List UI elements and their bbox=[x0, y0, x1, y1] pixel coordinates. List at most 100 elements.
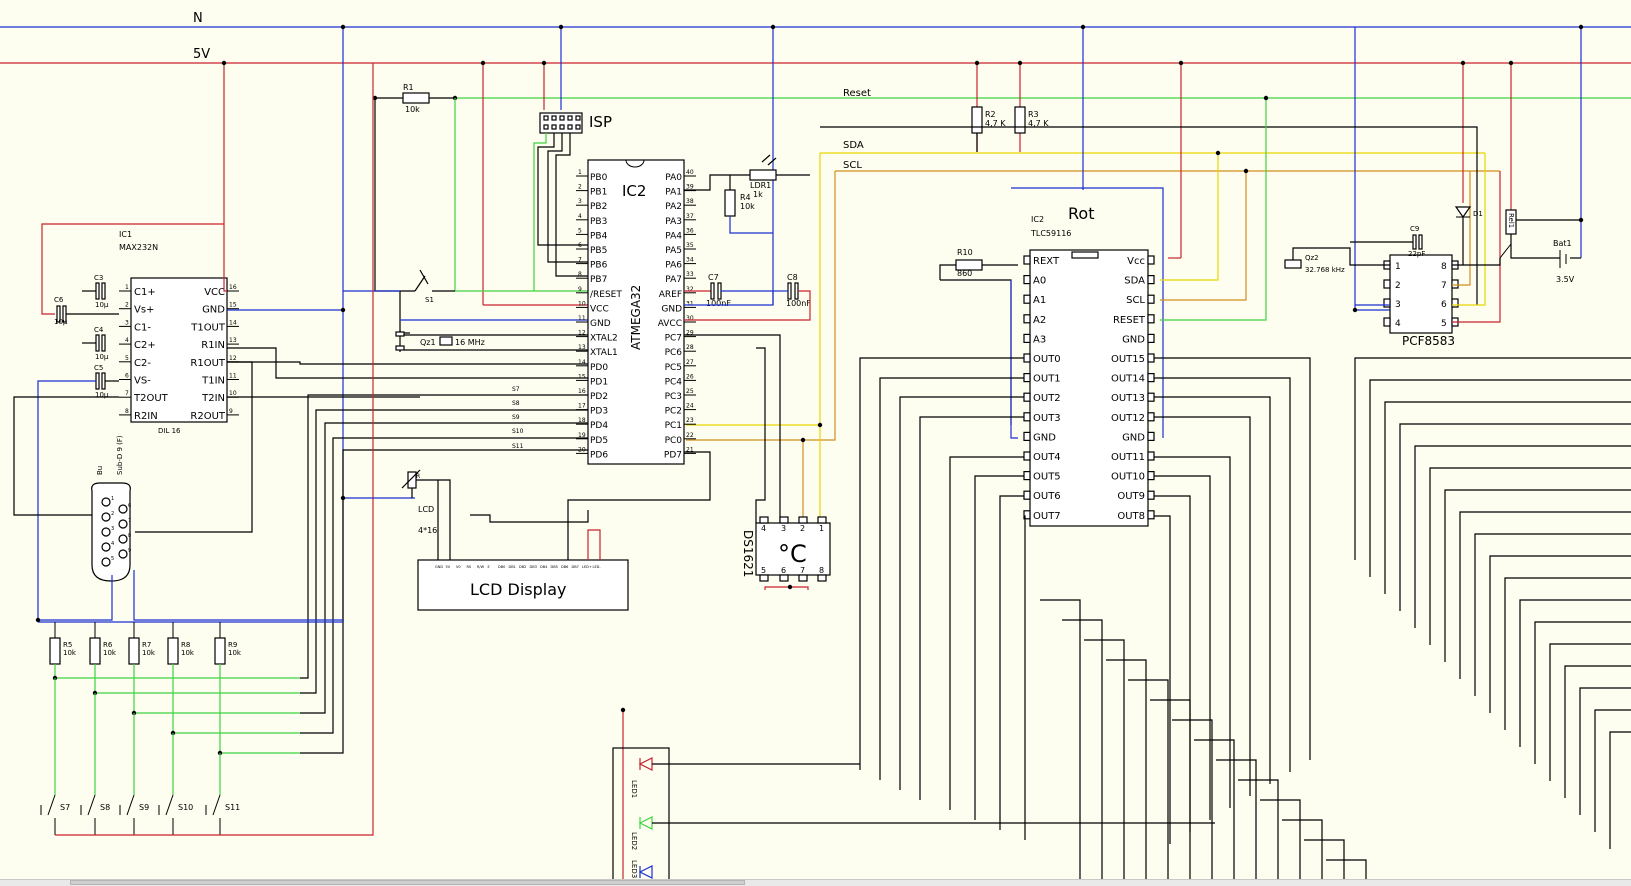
r1-value: 10k bbox=[405, 105, 420, 114]
subd-gnd bbox=[38, 575, 113, 621]
r1-resistor[interactable] bbox=[402, 92, 430, 104]
c5-cap-b bbox=[101, 372, 106, 390]
lcd-data-bus bbox=[470, 510, 589, 523]
lcd-pin-label: DB1 bbox=[509, 565, 516, 569]
atmega-pin-label: PD4 bbox=[590, 421, 608, 431]
pd7-wire bbox=[567, 451, 711, 560]
atmega32-chip[interactable] bbox=[587, 159, 685, 465]
c4-cap[interactable] bbox=[95, 334, 100, 352]
c8-cap-b bbox=[794, 282, 799, 300]
max-pin-number: 8 bbox=[125, 408, 129, 415]
c3-cap[interactable] bbox=[95, 282, 100, 300]
max-pin-number: 6 bbox=[125, 373, 129, 380]
subd-pin bbox=[118, 519, 128, 529]
c7-cap[interactable] bbox=[710, 282, 715, 300]
5v-rail-label: 5V bbox=[193, 47, 210, 62]
r2-resistor[interactable] bbox=[971, 106, 983, 134]
qz2-value: 32.768 kHz bbox=[1305, 266, 1345, 274]
lcd-pin-label: GND bbox=[435, 565, 443, 569]
junction bbox=[340, 24, 346, 30]
qz2-crystal[interactable] bbox=[1284, 259, 1302, 269]
ds-pin bbox=[759, 574, 769, 582]
tlc-pin bbox=[1023, 471, 1031, 481]
pullup-value: 10k bbox=[142, 649, 156, 657]
tlc-out-wire bbox=[859, 357, 1024, 770]
atmega-pin-number: 32 bbox=[686, 286, 694, 293]
c3-ref: C3 bbox=[94, 274, 103, 282]
s1-left-wire bbox=[374, 98, 415, 292]
scrollbar-thumb[interactable] bbox=[70, 880, 745, 885]
pot-wiper bbox=[416, 479, 451, 560]
ds1621-ref: DS1621 bbox=[741, 530, 755, 577]
pcf8583-chip[interactable] bbox=[1389, 254, 1453, 334]
lcd-size: 4*16 bbox=[418, 526, 437, 535]
s1-contact[interactable] bbox=[414, 275, 426, 292]
c5-cap[interactable] bbox=[95, 372, 100, 390]
max-pin-label: C2+ bbox=[134, 340, 156, 351]
max-pin-label: T1OUT bbox=[190, 322, 226, 333]
rel-switch bbox=[1499, 243, 1512, 259]
bus-wire bbox=[1194, 739, 1235, 885]
tlc-out-wire bbox=[899, 396, 1024, 790]
led3[interactable] bbox=[638, 865, 653, 879]
atmega-pin-number: 11 bbox=[578, 315, 586, 322]
max-pin-label: Vs+ bbox=[134, 305, 154, 316]
c7-ref: C7 bbox=[708, 273, 719, 282]
pullup-ref: R6 bbox=[103, 641, 113, 649]
xtal-cap1 bbox=[395, 331, 405, 337]
c8-cap[interactable] bbox=[787, 282, 792, 300]
bus-wire bbox=[1304, 839, 1345, 885]
qz1-crystal[interactable] bbox=[439, 336, 453, 346]
ds1621-chip[interactable] bbox=[755, 522, 831, 576]
tlc59116-chip[interactable] bbox=[1029, 249, 1149, 527]
r4-resistor[interactable] bbox=[724, 189, 736, 217]
bus-wire bbox=[1444, 489, 1631, 662]
led1[interactable] bbox=[638, 757, 860, 771]
tlc-output-wires bbox=[859, 357, 1631, 885]
d1-diode[interactable] bbox=[1454, 206, 1472, 219]
c9-cap[interactable] bbox=[1412, 234, 1417, 250]
ds-pin bbox=[759, 516, 769, 524]
max-pin-number: 10 bbox=[229, 390, 237, 397]
atmega-pin-number: 16 bbox=[578, 388, 586, 395]
junction bbox=[787, 584, 793, 590]
tlc-out-wire bbox=[879, 377, 1024, 780]
tlc-pin bbox=[1147, 490, 1155, 500]
junction bbox=[974, 60, 980, 66]
r10-gnd bbox=[939, 264, 956, 280]
bus-wire bbox=[1354, 357, 1631, 560]
ldr1-resistor[interactable] bbox=[749, 169, 777, 181]
atmega-pin-number: 40 bbox=[686, 169, 694, 176]
switch-label: S11 bbox=[225, 803, 240, 812]
pcf-pullup bbox=[820, 126, 1478, 305]
tlc-pin-label: OUT8 bbox=[1117, 511, 1145, 522]
bus-wire bbox=[1549, 643, 1631, 781]
tlc-pin-label: SCL bbox=[1126, 295, 1145, 306]
scl-net-label: SCL bbox=[843, 160, 862, 171]
tlc-pin-label: OUT1 bbox=[1033, 374, 1061, 385]
junction bbox=[340, 495, 346, 501]
subd-pin bbox=[101, 497, 111, 507]
bus-wire bbox=[1106, 659, 1147, 885]
junction bbox=[1352, 307, 1358, 313]
atmega-pin-number: 30 bbox=[686, 315, 694, 322]
max-pin-number: 5 bbox=[125, 355, 129, 362]
led2[interactable] bbox=[638, 816, 1215, 830]
atmega-pin-number: 39 bbox=[686, 184, 694, 191]
pot-arrow bbox=[401, 469, 421, 489]
pullup-green-wire bbox=[219, 664, 300, 754]
tlc-out-wire bbox=[1154, 475, 1211, 820]
bus-wire bbox=[1609, 731, 1631, 849]
subd-ref: Bu bbox=[96, 466, 104, 475]
pullup-resistor bbox=[49, 637, 61, 665]
tlc-pin-label: OUT13 bbox=[1111, 393, 1145, 404]
lcd-display[interactable] bbox=[417, 559, 629, 611]
tlc-pin-label: OUT10 bbox=[1111, 472, 1145, 483]
max232-chip[interactable] bbox=[130, 277, 228, 423]
atmega-pin-number: 6 bbox=[578, 242, 582, 249]
r3-resistor[interactable] bbox=[1014, 106, 1026, 134]
bus-wire bbox=[1414, 445, 1631, 628]
c6-cap[interactable] bbox=[56, 305, 61, 323]
junction bbox=[480, 60, 486, 66]
